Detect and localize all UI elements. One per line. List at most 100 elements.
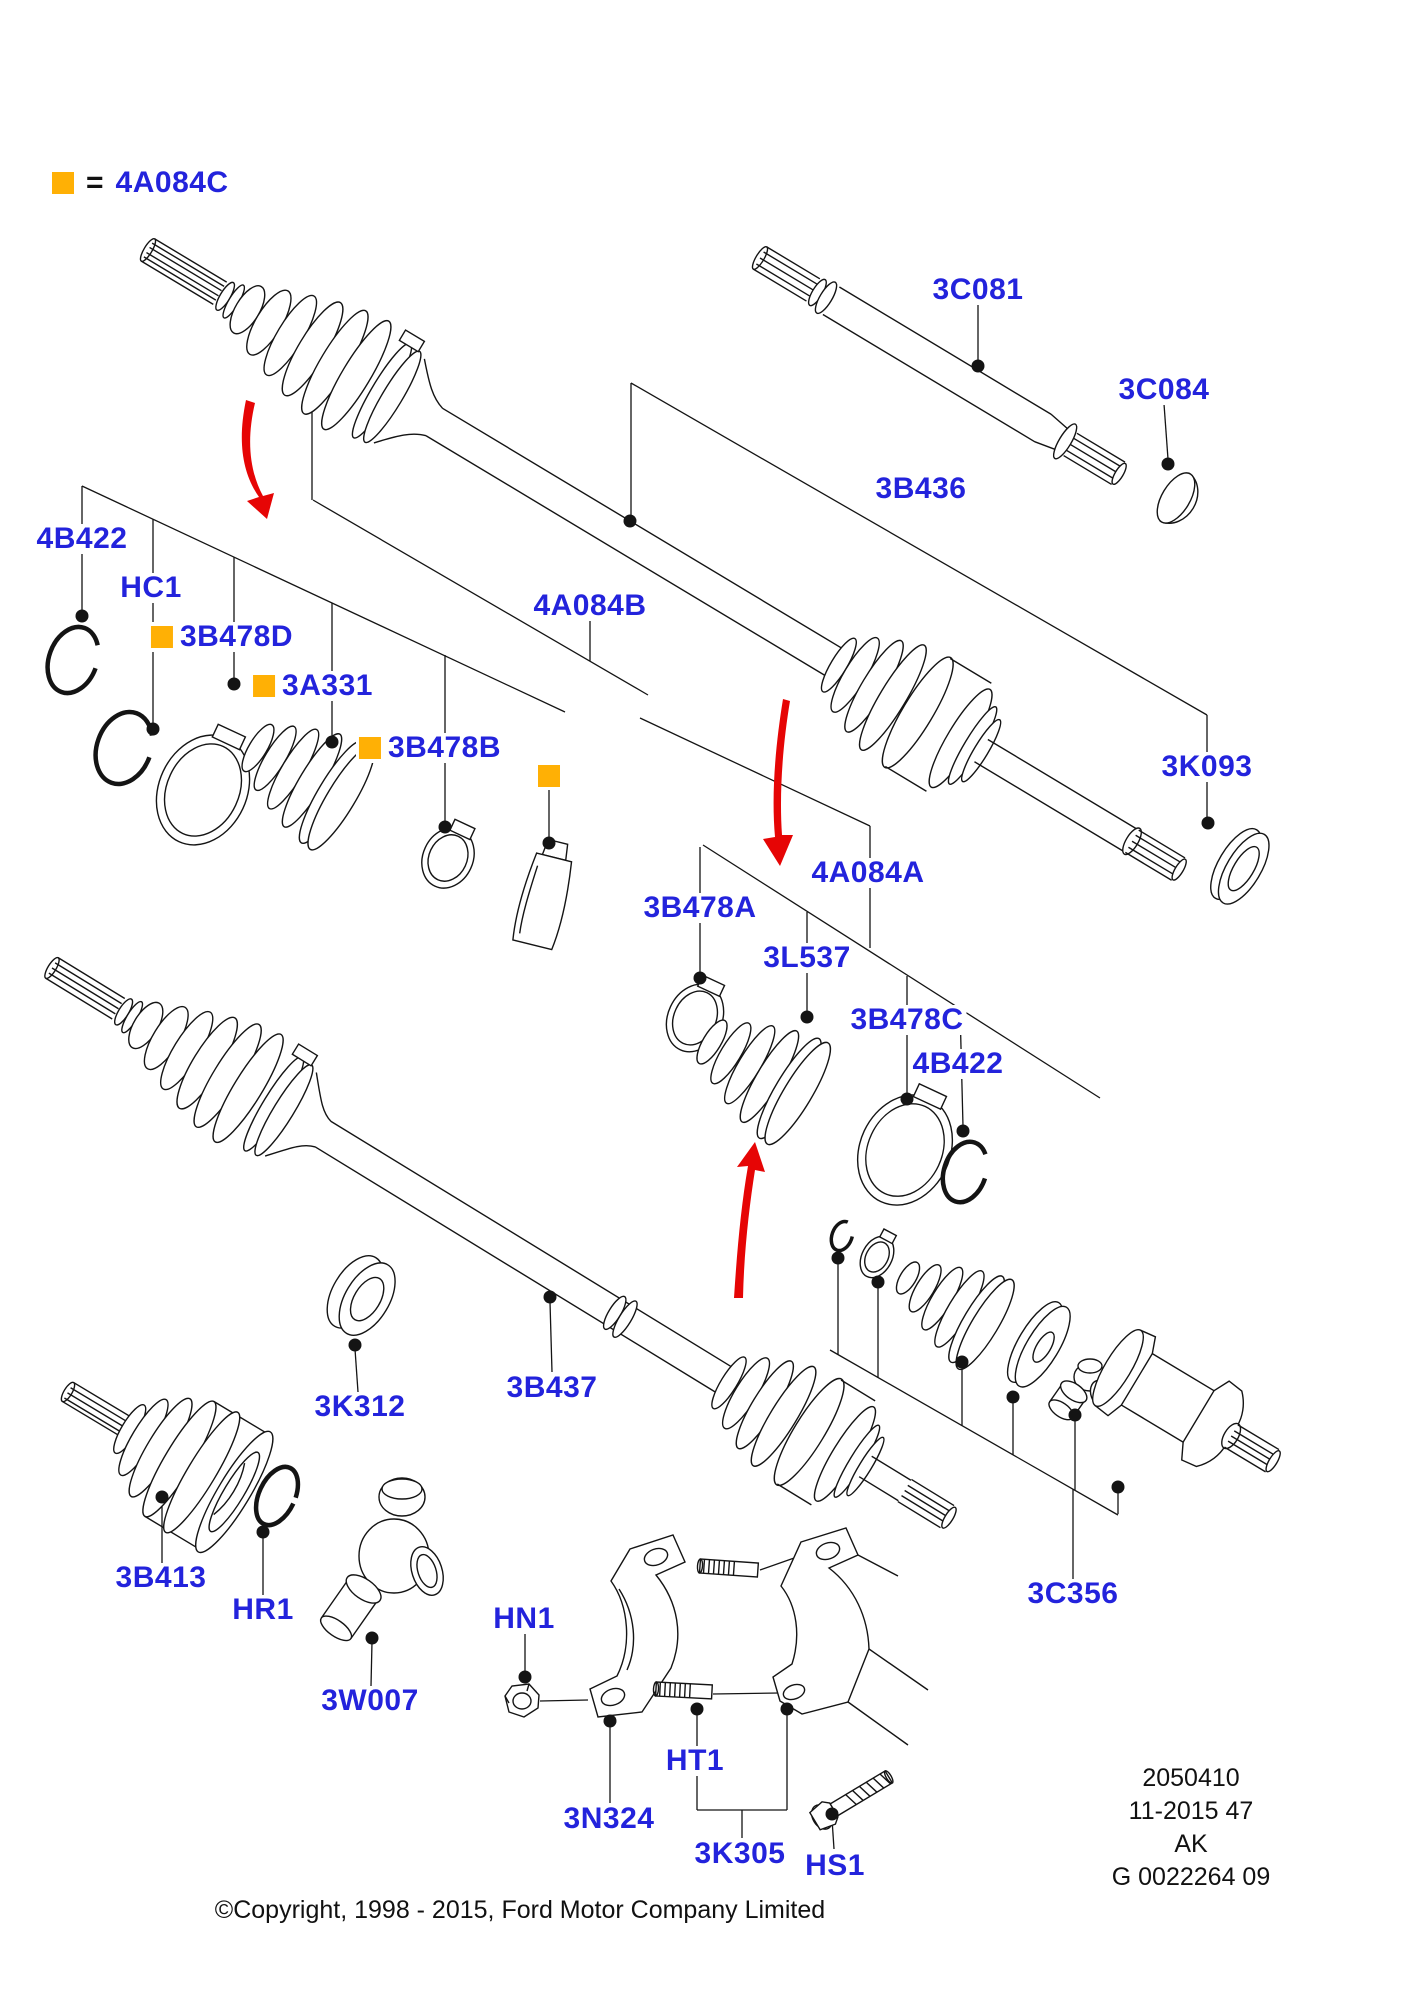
part-label-3L537[interactable]: 3L537 bbox=[760, 943, 854, 973]
inner-joint-housing-3c356 bbox=[1092, 1328, 1281, 1473]
part-label-3K093[interactable]: 3K093 bbox=[1158, 750, 1256, 783]
part-label-text: HN1 bbox=[493, 1602, 555, 1635]
clip-small bbox=[829, 1219, 855, 1253]
kit-flag-icon bbox=[52, 172, 74, 194]
part-label-text: 3C084 bbox=[1118, 373, 1210, 406]
part-label-4B422[interactable]: 4B422 bbox=[33, 522, 131, 555]
bearing-3k312 bbox=[326, 1255, 396, 1336]
part-label-3B478C[interactable]: 3B478C bbox=[847, 1003, 967, 1036]
part-label-HT1[interactable]: HT1 bbox=[662, 1744, 728, 1777]
part-label-text: 3B478D bbox=[179, 620, 294, 653]
part-label-text: HC1 bbox=[120, 571, 182, 604]
part-label-HC1[interactable]: HC1 bbox=[117, 573, 185, 603]
circlip-hr1 bbox=[253, 1464, 301, 1528]
clamp-small bbox=[859, 1228, 898, 1279]
part-label-text: 4A084A bbox=[811, 856, 925, 889]
stamp-date-code: 11-2015 47 bbox=[1128, 1797, 1254, 1825]
legend-kit-code: 4A084C bbox=[115, 166, 229, 199]
clamp-3b478b bbox=[421, 818, 476, 889]
kit-flag-icon bbox=[538, 765, 560, 787]
part-label-text: 3B436 bbox=[875, 472, 967, 505]
tripod-joint-3w007 bbox=[319, 1477, 444, 1642]
mount-bracket bbox=[772, 1527, 929, 1746]
legend-equals: = bbox=[86, 166, 104, 199]
seal-3k093 bbox=[1210, 827, 1270, 905]
part-label-text: 3B413 bbox=[115, 1561, 207, 1594]
part-label-text: 3N324 bbox=[563, 1802, 655, 1835]
part-label-4A084B[interactable]: 4A084B bbox=[530, 589, 650, 622]
part-label-4A084A[interactable]: 4A084A bbox=[808, 856, 928, 889]
part-label-text: HT1 bbox=[665, 1744, 725, 1777]
kit-flag-icon bbox=[253, 675, 276, 697]
part-label-3C081[interactable]: 3C081 bbox=[929, 273, 1027, 306]
part-label-3C356[interactable]: 3C356 bbox=[1024, 1577, 1122, 1610]
part-label-HS1[interactable]: HS1 bbox=[802, 1851, 868, 1881]
stud-bolt-top bbox=[696, 1558, 760, 1578]
link-shaft bbox=[751, 245, 1127, 486]
part-label-3K312[interactable]: 3K312 bbox=[311, 1390, 409, 1423]
part-label-text: 3B478A bbox=[643, 891, 757, 924]
part-label-HN1[interactable]: HN1 bbox=[490, 1604, 558, 1634]
nut-hn1 bbox=[504, 1683, 540, 1718]
arrow-down-left-icon bbox=[241, 400, 274, 519]
part-label-text: 3L537 bbox=[763, 941, 851, 974]
part-label-4B422[interactable]: 4B422 bbox=[909, 1047, 1007, 1080]
legend: = 4A084C bbox=[52, 168, 229, 198]
part-label-text: 3W007 bbox=[321, 1684, 419, 1717]
part-label-text: 4B422 bbox=[36, 522, 128, 555]
part-label-text: HR1 bbox=[232, 1593, 294, 1626]
stamp-revision-code: AK bbox=[1174, 1830, 1208, 1858]
part-label-text: 3A331 bbox=[282, 669, 373, 702]
part-label-3W007[interactable]: 3W007 bbox=[318, 1686, 422, 1716]
part-label-text: 3B478B bbox=[387, 731, 502, 764]
part-label-text: HS1 bbox=[805, 1849, 865, 1882]
kit-flag-icon bbox=[358, 737, 381, 759]
part-label-3B413[interactable]: 3B413 bbox=[112, 1561, 210, 1594]
circlip-4b422-right bbox=[940, 1139, 990, 1205]
grease-sachet bbox=[512, 838, 573, 951]
copyright-line: ©Copyright, 1998 - 2015, Ford Motor Comp… bbox=[214, 1896, 826, 1924]
arrow-up-lower-icon bbox=[734, 1142, 765, 1298]
part-label-3B478D[interactable]: 3B478D bbox=[147, 620, 297, 653]
part-label-3K305[interactable]: 3K305 bbox=[691, 1837, 789, 1870]
stud-bolt-ht1 bbox=[652, 1681, 714, 1700]
clamp-3b478c bbox=[856, 1082, 954, 1206]
circlip-4b422-left bbox=[45, 624, 101, 696]
part-label-text: 4B422 bbox=[912, 1047, 1004, 1080]
front-driveshaft-left bbox=[44, 956, 957, 1529]
boot-inner bbox=[895, 1261, 1015, 1371]
part-label-3C084[interactable]: 3C084 bbox=[1115, 373, 1213, 406]
part-label-text: 3K312 bbox=[314, 1390, 406, 1423]
cap-3c084 bbox=[1156, 472, 1199, 524]
part-label-3A331[interactable]: 3A331 bbox=[250, 671, 376, 701]
part-label-text: 3K093 bbox=[1161, 750, 1253, 783]
boot-cap-disc bbox=[1006, 1301, 1071, 1388]
red-flow-arrows bbox=[241, 400, 793, 1298]
part-label-HR1[interactable]: HR1 bbox=[229, 1595, 297, 1625]
outer-joint-3b413 bbox=[60, 1381, 274, 1554]
part-label-text: 3C356 bbox=[1027, 1577, 1119, 1610]
clamp-3b478d bbox=[155, 723, 251, 846]
part-label-text: 3K305 bbox=[694, 1837, 786, 1870]
line-art bbox=[44, 237, 1281, 1831]
stamp-drawing-number: G 0022264 09 bbox=[1111, 1863, 1271, 1891]
arrow-down-middle-icon bbox=[763, 699, 793, 866]
kit-flag-icon bbox=[150, 626, 173, 648]
plate-stamp: 2050410 11-2015 47 AK G 0022264 09 bbox=[1085, 1762, 1297, 1894]
part-label-3N324[interactable]: 3N324 bbox=[560, 1802, 658, 1835]
bolt-hs1 bbox=[808, 1769, 894, 1831]
front-driveshaft-right bbox=[139, 237, 1187, 881]
part-label-text: 3B437 bbox=[506, 1371, 598, 1404]
part-label-text: 3C081 bbox=[932, 273, 1024, 306]
callout-dots bbox=[75, 359, 1215, 1821]
part-label-3B436[interactable]: 3B436 bbox=[872, 472, 970, 505]
part-label-3B437[interactable]: 3B437 bbox=[503, 1371, 601, 1404]
part-label-3B478B[interactable]: 3B478B bbox=[355, 731, 505, 764]
part-label-text: 3B478C bbox=[850, 1003, 964, 1036]
part-label-text: 4A084B bbox=[533, 589, 647, 622]
part-label-3B478A[interactable]: 3B478A bbox=[640, 891, 760, 924]
stamp-catalog-number: 2050410 bbox=[1142, 1764, 1240, 1792]
ring-hc1 bbox=[93, 709, 155, 787]
